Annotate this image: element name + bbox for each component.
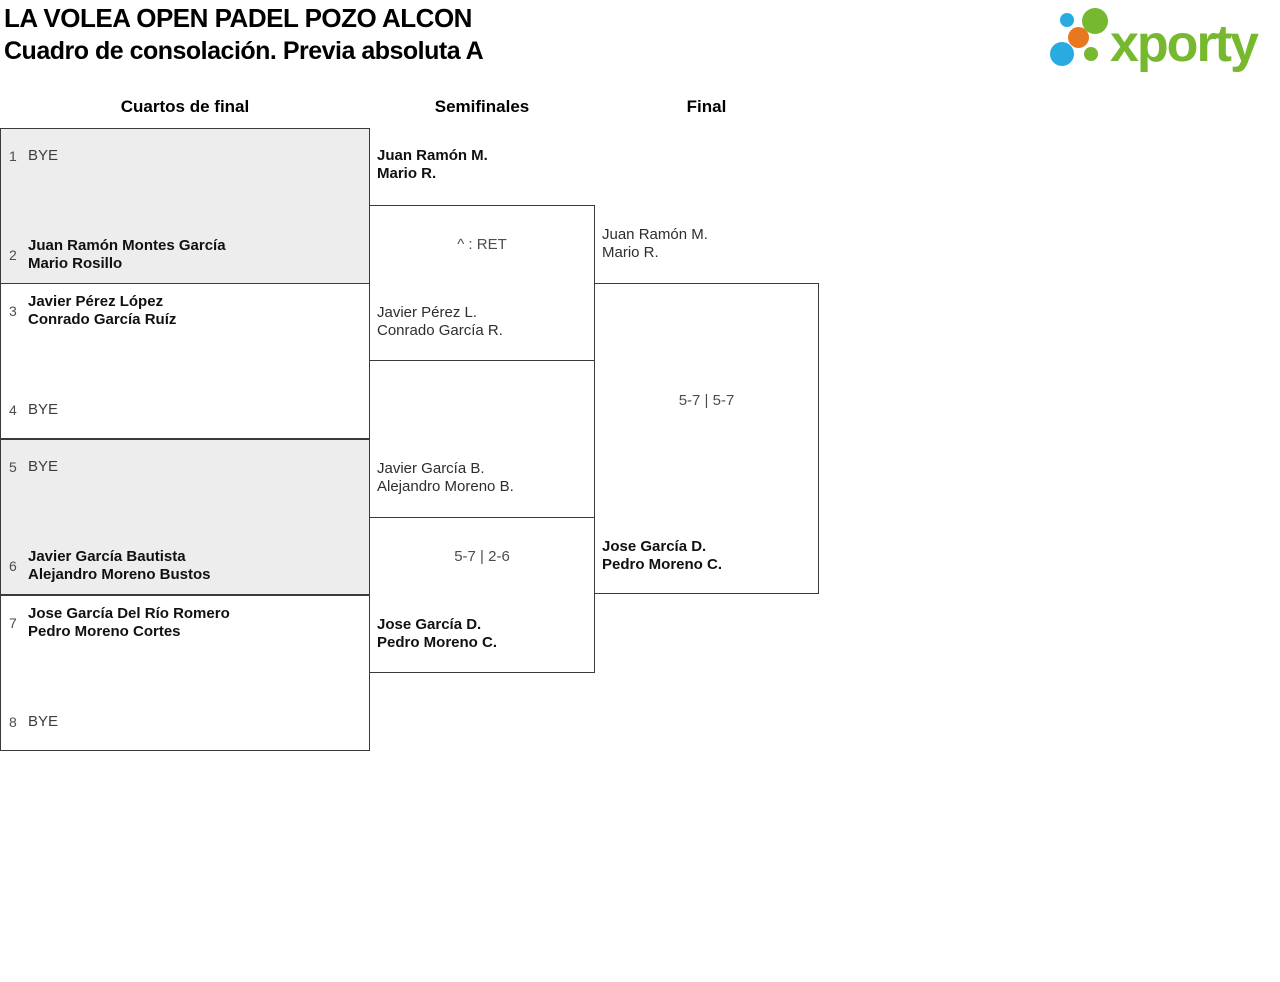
seed-number: 1: [9, 148, 17, 164]
page-title: LA VOLEA OPEN PADEL POZO ALCON: [4, 3, 472, 33]
header: LA VOLEA OPEN PADEL POZO ALCON Cuadro de…: [4, 2, 484, 68]
sf1-top-team: Juan Ramón M.Mario R.: [377, 147, 488, 182]
sf2-top-team: Javier García B.Alejandro Moreno B.: [377, 460, 514, 495]
final-score: 5-7 | 5-7: [678, 392, 735, 409]
qf-slot-5: 5 BYE: [9, 449, 363, 485]
team-names: BYE: [28, 713, 59, 730]
sf1-bottom-team: Javier Pérez L.Conrado García R.: [377, 304, 503, 339]
final-top-team: Juan Ramón M.Mario R.: [602, 226, 708, 261]
seed-number: 5: [9, 459, 17, 475]
xporty-wordmark: xporty: [1110, 15, 1259, 73]
seed-number: 2: [9, 247, 17, 263]
round-header-semifinals: Semifinales: [434, 97, 530, 116]
round-header-final: Final: [686, 97, 727, 116]
final-bottom-team: Jose García D.Pedro Moreno C.: [602, 538, 723, 573]
qf-slot-1: 1 BYE: [9, 138, 363, 174]
sf2-score: 5-7 | 2-6: [454, 548, 510, 565]
sf2-bottom-team: Jose García D.Pedro Moreno C.: [377, 616, 498, 651]
round-header-quarterfinals: Cuartos de final: [120, 97, 250, 116]
qf-slot-4: 4 BYE: [9, 392, 363, 428]
xporty-logo[interactable]: xporty: [1050, 4, 1278, 76]
seed-number: 7: [9, 615, 17, 631]
sf2-match-box: [369, 517, 595, 673]
seed-number: 3: [9, 303, 17, 319]
seed-number: 6: [9, 558, 17, 574]
seed-number: 4: [9, 402, 17, 418]
team-names: BYE: [28, 458, 59, 475]
qf-slot-8: 8 BYE: [9, 704, 363, 740]
sf1-score: ^ : RET: [457, 236, 507, 253]
team-names: BYE: [28, 147, 59, 164]
page-subtitle: Cuadro de consolación. Previa absoluta A: [4, 37, 484, 65]
team-names: BYE: [28, 401, 59, 418]
final-match-box: [594, 283, 819, 594]
seed-number: 8: [9, 714, 17, 730]
